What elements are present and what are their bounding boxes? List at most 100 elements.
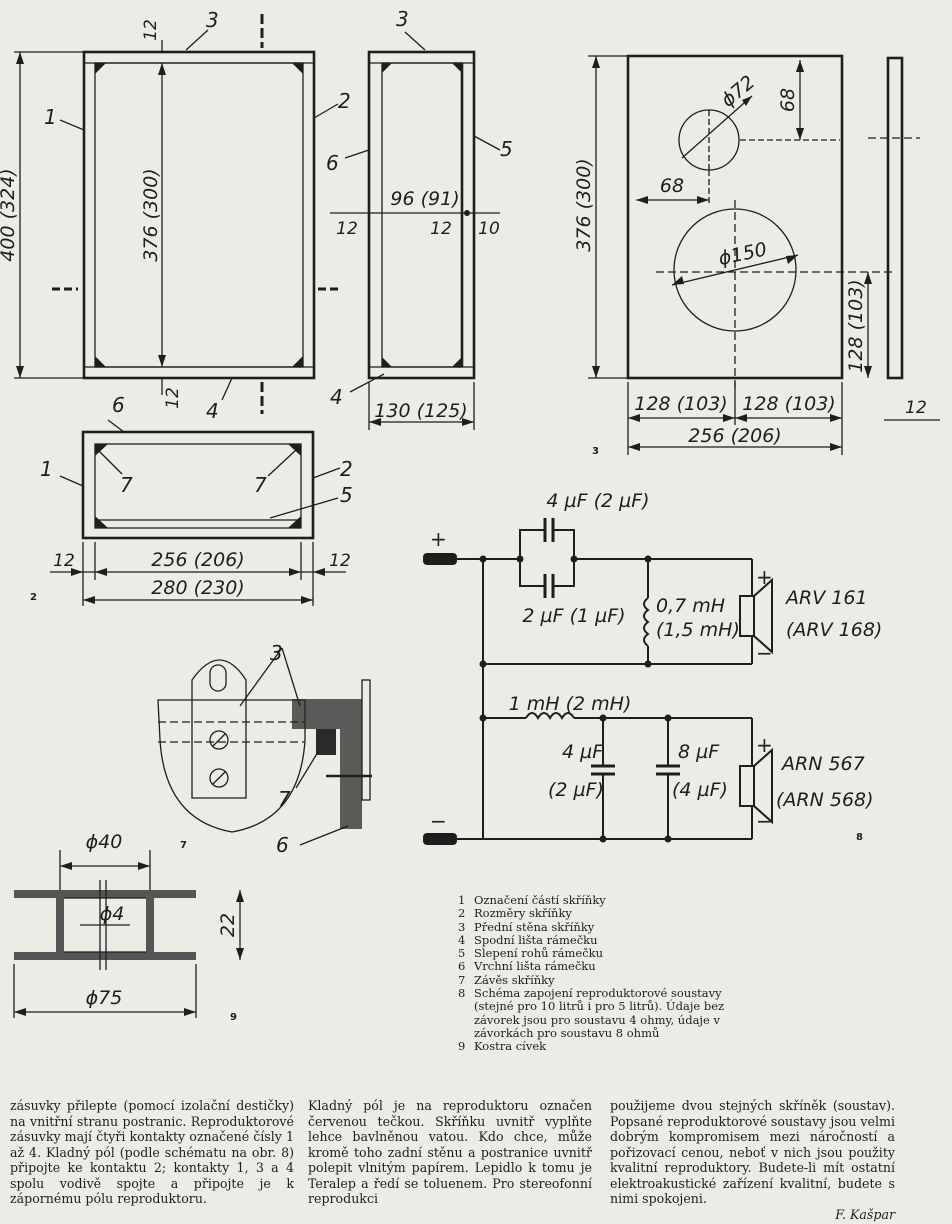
speaker1-minus: − <box>756 641 773 665</box>
cap-w1: 4 µF <box>562 741 604 763</box>
dim-side-inner: 96 (91) <box>390 188 459 210</box>
input-plus: + <box>430 527 447 551</box>
callout-6c: 6 <box>276 833 289 857</box>
speaker-arn568: (ARN 568) <box>776 789 874 811</box>
dim-hole-top: 68 <box>777 88 799 112</box>
column-3-text: použijeme dvou stejných skříněk (soustav… <box>610 1098 895 1206</box>
legend-number: 3 <box>458 919 466 934</box>
callout-5b: 5 <box>340 483 353 507</box>
legend-text: Spodní lišta rámečku <box>474 932 598 947</box>
legend-number: 4 <box>458 932 466 947</box>
dim-panel-width: 256 (206) <box>688 425 781 447</box>
dim-inner-height: 376 (300) <box>140 168 162 261</box>
legend-item: 3 Přední stěna skříňky <box>458 919 738 934</box>
callout-3: 3 <box>206 8 219 32</box>
legend-number: 2 <box>458 906 466 921</box>
callout-4b: 4 <box>330 385 343 409</box>
dim-panel-height: 376 (300) <box>573 158 595 251</box>
dim-hole-left: 68 <box>660 175 684 197</box>
text-column-3: použijeme dvou stejných skříněk (soustav… <box>610 1098 895 1222</box>
cabinet-outline <box>82 50 316 380</box>
legend-item: 9 Kostra cívek <box>458 1039 738 1054</box>
legend-text: Rozměry skříňky <box>474 906 572 921</box>
figure-2-top-section: 6 1 7 7 2 5 256 (206) 12 12 280 (230) 2 <box>30 393 353 606</box>
text-column-2: Kladný pól je na reproduktoru označen če… <box>308 1098 592 1207</box>
coil-07mh: 0,7 mH <box>656 595 725 617</box>
dim-side-12a: 12 <box>336 219 358 239</box>
callout-6: 6 <box>326 151 339 175</box>
legend-text: Označení částí skříňky <box>474 893 606 907</box>
dim-panel-thickness: 12 <box>905 398 927 418</box>
legend-text: Slepení rohů rámečku <box>474 946 604 961</box>
dim-bottom-12: 12 <box>163 387 183 409</box>
cap-w1-alt: (2 µF) <box>548 779 604 801</box>
dim-coil-75: ϕ75 <box>86 987 123 1009</box>
figure-1-side-view: 96 (91) 12 12 10 130 (125) 3 6 5 4 <box>326 7 513 430</box>
dim-coil-22: 22 <box>217 913 239 937</box>
callout-3c: 3 <box>270 641 283 665</box>
callout-1: 1 <box>44 105 57 129</box>
legend-number: 9 <box>458 1039 466 1054</box>
figure-3-number: 3 <box>592 446 599 457</box>
legend-number: 8 <box>458 986 466 1001</box>
dim-half-left: 128 (103) <box>634 393 727 415</box>
dim-hole-72: ϕ72 <box>717 71 759 111</box>
callout-7c: 7 <box>278 787 291 811</box>
legend-number: 6 <box>458 959 466 974</box>
legend-text: Vrchní lišta rámečku <box>474 959 596 974</box>
dim-side-12b: 12 <box>430 219 452 239</box>
legend-text: Kostra cívek <box>474 1039 547 1054</box>
cap-4uf: 4 µF (2 µF) <box>546 490 649 512</box>
callout-3b: 3 <box>396 7 409 31</box>
column-2-text: Kladný pól je na reproduktoru označen če… <box>308 1098 592 1206</box>
dim-top-12: 12 <box>141 19 161 41</box>
column-1-text: zásuvky přilepte (pomocí izolační destič… <box>10 1098 294 1206</box>
legend-item: 2 Rozměry skříňky <box>458 906 738 921</box>
legend-number: 5 <box>458 946 466 961</box>
figure-1-front-view: 400 (324) 376 (300) 12 12 1 3 2 4 <box>0 8 351 423</box>
legend-item: 8 Schéma zapojení reproduktorové soustavy… <box>458 986 738 1040</box>
cap-2uf: 2 µF (1 µF) <box>522 605 625 627</box>
cap-w2-alt: (4 µF) <box>672 779 728 801</box>
cabinet-inner <box>94 62 304 368</box>
dim-frame-right: 12 <box>329 551 351 571</box>
legend-text: Schéma zapojení reproduktorové soustavy … <box>474 986 725 1040</box>
speaker1-plus: + <box>756 565 773 589</box>
dim-half-right: 128 (103) <box>742 393 835 415</box>
text-column-1: zásuvky přilepte (pomocí izolační destič… <box>10 1098 294 1207</box>
speaker-arv168: (ARV 168) <box>786 619 882 641</box>
legend-item: 4 Spodní lišta rámečku <box>458 932 738 947</box>
callout-6b: 6 <box>112 393 125 417</box>
callout-2: 2 <box>338 89 351 113</box>
dim-hole-150: ϕ150 <box>717 238 769 270</box>
speaker2-plus: + <box>756 733 773 757</box>
legend-item: 6 Vrchní lišta rámečku <box>458 959 738 974</box>
callout-4: 4 <box>206 399 219 423</box>
legend-text: Závěs skříňky <box>474 972 555 987</box>
figure-8-circuit: + − 4 µF (2 µF) 2 µF (1 µF) 0,7 mH (1,5 … <box>423 490 882 845</box>
dim-coil-40: ϕ40 <box>86 831 123 853</box>
coil-15mh: (1,5 mH) <box>656 619 740 641</box>
figure-2-number: 2 <box>30 592 37 603</box>
dim-coil-4: ϕ4 <box>100 903 125 925</box>
input-minus: − <box>430 809 447 833</box>
dim-frame-inner: 256 (206) <box>151 549 244 571</box>
callout-7a: 7 <box>120 473 133 497</box>
dim-side-10: 10 <box>478 219 500 239</box>
callout-2b: 2 <box>340 457 353 481</box>
dim-frame-outer: 280 (230) <box>151 577 244 599</box>
figure-7-hanger: 3 7 6 7 <box>157 641 372 857</box>
dim-height: 400 (324) <box>0 168 19 261</box>
speaker2-minus: − <box>756 809 773 833</box>
figure-9-coil-former: ϕ40 ϕ4 22 ϕ75 9 <box>13 831 244 1023</box>
figure-7-number: 7 <box>180 840 187 851</box>
callout-7b: 7 <box>254 473 267 497</box>
figure-8-number: 8 <box>856 832 863 843</box>
speaker-arn567: ARN 567 <box>780 753 865 775</box>
callout-1b: 1 <box>40 457 53 481</box>
legend-text: Přední stěna skříňky <box>474 919 595 934</box>
